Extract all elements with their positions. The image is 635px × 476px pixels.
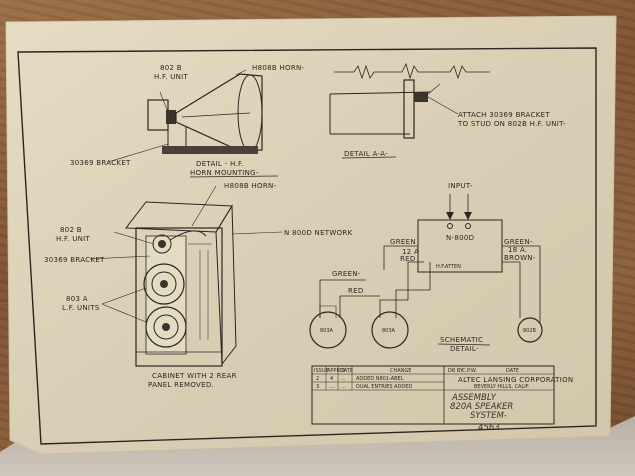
tb-row2-issue: 3 — [316, 384, 319, 390]
label-schematic-2: DETAIL- — [450, 345, 479, 353]
tb-row2-appr: ... — [330, 384, 335, 390]
tb-header-date2: DATE — [506, 368, 519, 374]
tb-header-drawer: C.P.W. — [462, 368, 477, 374]
label-red-short: RED — [400, 255, 416, 263]
label-green-left: GREEN- — [332, 270, 361, 278]
tb-assembly: ASSEMBLY — [451, 393, 497, 403]
label-cabinet-1: CABINET WITH 2 REAR — [152, 372, 237, 380]
schematic-drawing — [309, 194, 543, 349]
label-n800d: N-800D — [446, 234, 474, 242]
label-wire-gauge: 12 A — [402, 248, 419, 256]
tb-header-change: CHANGE — [390, 368, 411, 374]
label-detail-hf-2: HORN MOUNTING- — [190, 169, 259, 177]
label-hf-atten: H.F.ATTEN — [436, 264, 461, 270]
label-horn-mid: H808B HORN- — [224, 182, 277, 190]
label-cabinet-2: PANEL REMOVED. — [148, 381, 214, 389]
label-hf-unit-2: H.F. UNIT — [154, 73, 189, 81]
label-detail-hf-1: DETAIL - H.F. — [196, 160, 244, 168]
label-green-right: GREEN- — [504, 238, 533, 246]
tb-number: 4563 — [478, 423, 500, 433]
tb-header-date: DATE — [340, 368, 353, 374]
label-detail-aa: DETAIL A-A- — [344, 150, 388, 158]
label-lf-units-2: L.F. UNITS — [62, 304, 100, 312]
drawing-border — [17, 47, 597, 445]
tb-row2-date: ... — [341, 384, 346, 390]
tb-row1-appr: 4 — [330, 376, 333, 382]
label-horn-top: H808B HORN- — [252, 64, 305, 72]
tb-header-apprd: APPR'D — [327, 368, 345, 374]
label-brown: BROWN- — [504, 254, 536, 262]
label-woofer-right: 803A — [382, 328, 396, 334]
label-hf-unit-1: 802 B — [160, 64, 182, 72]
label-bracket-mid: 30369 BRACKET — [44, 256, 105, 264]
tb-system: SYSTEM- — [470, 411, 507, 421]
tb-row1-change: ADDED N801-ABEL — [356, 376, 404, 382]
label-schematic-1: SCHEMATIC — [440, 336, 483, 344]
hf-horn-detail — [107, 69, 263, 163]
tb-company: ALTEC LANSING CORPORATION — [458, 376, 573, 384]
tb-model: 820A SPEAKER — [450, 402, 513, 412]
detail-aa-drawing — [329, 62, 490, 139]
label-hf-unit2-1: 802 B — [60, 226, 82, 234]
cabinet-drawing — [89, 185, 283, 367]
tb-row1-issue: 2 — [316, 376, 319, 382]
label-network: N 800D NETWORK — [284, 229, 353, 237]
label-woofer-left: 803A — [320, 328, 334, 334]
label-attach-2: TO STUD ON 802B H.F. UNIT- — [457, 120, 566, 128]
tb-header-drby: DR BY — [448, 368, 464, 374]
label-wire-gauge-right: 18 A. — [508, 246, 528, 254]
tb-row1-date: ... — [341, 376, 346, 382]
label-attach-1: ATTACH 30369 BRACKET — [458, 111, 550, 119]
label-hf-unit2-2: H.F. UNIT — [56, 235, 91, 243]
label-bracket-left: 30369 BRACKET — [70, 159, 131, 167]
tb-header-issue: ISSUE — [314, 368, 329, 374]
label-red: RED — [348, 287, 364, 295]
label-input: INPUT- — [448, 182, 473, 190]
title-block — [311, 365, 555, 425]
label-green: GREEN — [390, 238, 416, 246]
tb-location: BEVERLY HILLS, CALIF. — [474, 384, 530, 390]
label-tweeter: 802B — [523, 328, 537, 334]
tb-row2-change: DUAL ENTRIES ADDED — [356, 384, 412, 390]
label-lf-units-1: 803 A — [66, 295, 88, 303]
